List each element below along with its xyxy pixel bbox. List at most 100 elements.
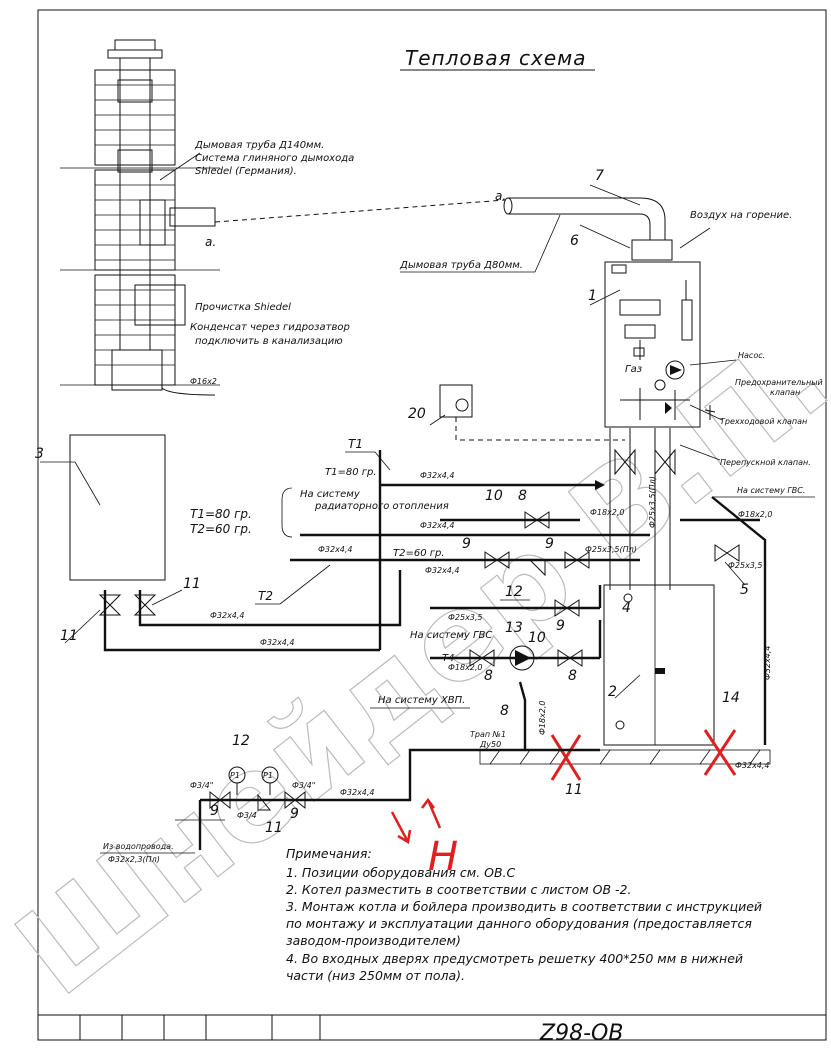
pipe-size-20: Ф32х2,3(Пл) xyxy=(108,855,160,864)
pipe-size-6: Ф32х4,4 xyxy=(260,638,295,647)
storage-boiler-2 xyxy=(603,584,715,746)
pipe-size-5: Ф32х4,4 xyxy=(210,611,245,620)
cold-water-label: На систему ХВП. xyxy=(378,695,465,706)
pos-10-a: 10 xyxy=(485,488,503,504)
chimney-label-1: Дымовая труба Д140мм. xyxy=(194,139,324,151)
red-annotation xyxy=(390,797,442,845)
pipe-size-3: Ф32х4,4 xyxy=(318,545,353,554)
safety-valve-label-2: клапан xyxy=(770,388,800,397)
trap-label-2: Ду50 xyxy=(479,740,501,749)
pipe-size-16: Ф3/4" xyxy=(190,781,213,790)
drawing-code: Z98-ОВ xyxy=(539,1021,623,1044)
t2-temp-line: Т2=60 гр. xyxy=(393,548,445,559)
pos-8-a: 8 xyxy=(518,488,527,504)
flue-marker-a: а. xyxy=(495,189,506,203)
trap-label-1: Трап №1 xyxy=(470,730,506,739)
pipe-size-19: Ф32х4,4 xyxy=(340,788,375,797)
pos-9-b: 9 xyxy=(545,536,554,552)
sheet-frame xyxy=(37,9,827,1041)
page-title: Тепловая схема xyxy=(405,46,587,70)
pos-3: 3 xyxy=(35,446,44,462)
condensate-label-1: Конденсат через гидрозатвор xyxy=(190,322,350,333)
note-4a: 4. Во входных дверях предусмотреть решет… xyxy=(286,951,743,966)
p1-gauge-b: P1 xyxy=(263,771,273,780)
pos-4: 4 xyxy=(622,600,631,616)
gas-label: Газ xyxy=(625,364,642,375)
t1-tag: Т1 xyxy=(348,437,363,451)
pos-9-d: 9 xyxy=(210,803,219,819)
p1-gauge-a: P1 xyxy=(230,771,240,780)
water-main-label: Из водопровода. xyxy=(103,842,174,851)
pipe-size-11: Ф18х2,0 xyxy=(448,663,483,672)
pipe-size-18: Ф3/4" xyxy=(292,781,315,790)
pos-11-c: 11 xyxy=(565,782,583,798)
pos-11-d: 11 xyxy=(265,820,283,836)
hws-system-label: На систему ГВС xyxy=(410,630,492,641)
pos-11-b: 11 xyxy=(60,628,78,644)
note-3c: заводом-производителем) xyxy=(286,933,461,948)
note-3a: 3. Монтаж котла и бойлера производить в … xyxy=(286,899,762,914)
note-3b: по монтажу и эксплуатации данного оборуд… xyxy=(286,916,752,931)
bypass-valve-label: Перепускной клапан. xyxy=(720,458,811,467)
pipe-size-25-vertical: Ф25х3,5(Пл) xyxy=(648,476,657,528)
pos-8-c: 8 xyxy=(568,668,577,684)
pos-8-b: 8 xyxy=(484,668,493,684)
pipe-size-4: Ф32х4,4 xyxy=(425,566,460,575)
pos-5: 5 xyxy=(740,582,749,598)
pos-9-c: 9 xyxy=(556,618,565,634)
t2-tag: Т2 xyxy=(258,589,273,603)
pos-8-d: 8 xyxy=(500,703,509,719)
flue-label: Дымовая труба Д80мм. xyxy=(399,259,523,271)
pipe-size-21: Ф18х2,0 xyxy=(538,700,547,735)
pos-9-e: 9 xyxy=(290,806,299,822)
pipe-size-13: Ф18х2,0 xyxy=(738,510,773,519)
pos-12-a: 12 xyxy=(505,584,523,600)
note-2: 2. Котел разместить в соответствии с лис… xyxy=(286,882,631,897)
pos-10-b: 10 xyxy=(528,630,546,646)
pipe-size-2: Ф32х4,4 xyxy=(420,521,455,530)
pos-11-a: 11 xyxy=(183,576,201,592)
floor-slab xyxy=(479,749,771,765)
radiator-valves xyxy=(98,594,157,616)
note-1: 1. Позиции оборудования см. ОВ.С xyxy=(286,865,516,880)
drain-size: Ф16х2 xyxy=(190,377,217,386)
pipe-size-17: Ф3/4 xyxy=(237,811,257,820)
chimney-marker-a: а. xyxy=(205,235,216,249)
cleanout-label: Прочистка Shiedel xyxy=(195,302,291,313)
pos-20: 20 xyxy=(408,406,426,422)
water-inlet-fittings xyxy=(175,766,306,850)
boiler-valve-group xyxy=(609,428,676,590)
pipe-size-8: Ф25х3,5(Пл) xyxy=(585,545,637,554)
pos-1: 1 xyxy=(588,288,597,304)
pipe-size-10: Ф25х3,5 xyxy=(448,613,483,622)
room-controller-20 xyxy=(439,384,473,418)
t1-temp-line: Т1=80 гр. xyxy=(325,467,377,478)
red-cross-1 xyxy=(550,734,582,781)
t1-legend: Т1=80 гр. xyxy=(190,507,252,521)
pos-13: 13 xyxy=(505,620,523,636)
pipe-size-1: Ф32х4,4 xyxy=(420,471,455,480)
t2-legend: Т2=60 гр. xyxy=(190,522,252,536)
note-4b: части (низ 250мм от пола). xyxy=(286,968,465,983)
three-way-valve-label: Трехходовой клапан xyxy=(720,417,807,426)
pos-6: 6 xyxy=(570,233,579,249)
safety-valve-label-1: Предохранительный xyxy=(735,378,823,387)
red-letter: Н xyxy=(428,834,458,880)
condensate-label-2: подключить в канализацию xyxy=(195,336,343,347)
notes-header: Примечания: xyxy=(286,846,372,861)
to-heating-system-2: радиаторного отопления xyxy=(314,501,449,512)
pos-7: 7 xyxy=(595,168,604,184)
pos-2: 2 xyxy=(608,684,617,700)
chimney-label-2: Система глиняного дымохода xyxy=(195,153,354,164)
chimney-assembly xyxy=(60,39,220,396)
pipe-size-14: Ф32х4,4 xyxy=(763,645,772,680)
to-heating-system-1: На систему xyxy=(300,489,361,500)
title-block xyxy=(38,1014,826,1040)
pipe-size-7: Ф18х2,0 xyxy=(590,508,625,517)
red-cross-2 xyxy=(703,729,737,776)
pipe-size-12: Ф25х3,5 xyxy=(728,561,763,570)
pos-14: 14 xyxy=(722,690,740,706)
pos-9-a: 9 xyxy=(462,536,471,552)
